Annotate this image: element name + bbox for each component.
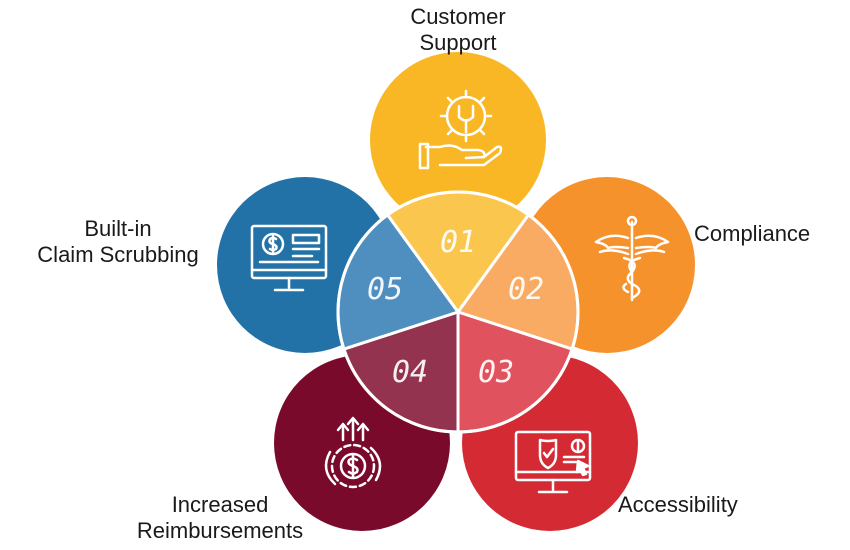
number-03: 03 [478,355,514,390]
number-01: 01 [440,225,476,260]
label-compliance: Compliance [694,221,810,247]
monitor-dollar-icon [250,224,328,292]
label-line: Customer [410,4,506,29]
number-05: 05 [367,272,403,307]
label-line: Accessibility [618,492,738,517]
label-line: Built-in [84,216,152,241]
label-increased-reimbursements: Increased Reimbursements [120,492,320,544]
label-line: Claim Scrubbing [37,242,199,267]
gear-wrench-hand-icon [418,89,503,170]
petal-01 [370,52,546,228]
monitor-shield-icon [514,430,592,494]
label-line: Compliance [694,221,811,246]
label-line: Support [419,30,497,55]
caduceus-icon [594,215,670,302]
label-customer-support: Customer Support [370,4,546,56]
number-04: 04 [392,355,428,390]
inner-ring [336,190,580,434]
label-line: Increased [171,492,269,517]
dollar-growth-icon [324,416,382,489]
label-claim-scrubbing: Built-in Claim Scrubbing [20,216,216,268]
label-line: Reimbursements [136,518,304,543]
number-02: 02 [508,272,544,307]
label-accessibility: Accessibility [618,492,738,518]
